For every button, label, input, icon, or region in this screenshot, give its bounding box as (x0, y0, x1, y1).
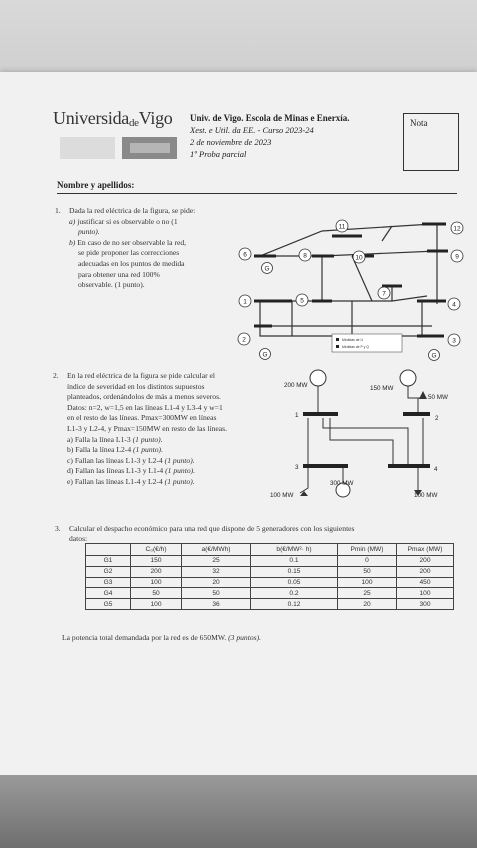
university-logo: UniversidadeVigo (53, 108, 173, 129)
legend-pq: Medidas de P y Q (342, 345, 369, 349)
bus-label-4: 4 (452, 302, 456, 309)
background-bottom (0, 775, 477, 848)
bus-label-8: 8 (303, 253, 307, 260)
network-diagram-2: 200 MW 150 MW 50 MW 1 2 3 4 300 MW 100 M… (270, 369, 448, 499)
name-label: Nombre y apellidos: (57, 180, 135, 190)
bus-label-5: 5 (300, 298, 304, 305)
gen-label-3: G (431, 353, 436, 360)
load-50mw-label: 50 MW (428, 394, 448, 401)
network-diagram-1: 11 12 6 8 10 9 G 7 1 5 4 2 3 G G Medidas… (237, 219, 464, 361)
bus-1-label: 1 (295, 412, 299, 419)
question-2: 2.En la red eléctrica de la figura se pi… (53, 371, 227, 486)
gen-300mw-label: 300 MW (330, 480, 354, 487)
gen-label-2: G (262, 352, 267, 359)
table-header-row: C₀(€/h) a(€/MWh) b(€/MW²· h) Pmin (MW) P… (85, 543, 454, 556)
faculty-logo-graphic (60, 137, 177, 159)
grade-box[interactable]: Nota (403, 113, 459, 171)
question-3: 3.Calcular el despacho económico para un… (55, 524, 355, 543)
name-field[interactable] (57, 193, 457, 194)
bus-label-3: 3 (452, 338, 456, 345)
gen-150mw-label: 150 MW (370, 385, 394, 392)
generator-data-table: C₀(€/h) a(€/MWh) b(€/MW²· h) Pmin (MW) P… (85, 543, 454, 610)
bus-label-6: 6 (243, 252, 247, 259)
bus-3-label: 3 (295, 464, 299, 471)
bus-label-2: 2 (242, 337, 246, 344)
load-100mw-4-label: 100 MW (414, 492, 438, 499)
bus-label-12: 12 (453, 226, 461, 233)
bus-label-11: 11 (339, 224, 346, 231)
bus-label-7: 7 (382, 291, 386, 298)
gen-200mw-label: 200 MW (284, 382, 308, 389)
gen-label-1: G (264, 266, 269, 273)
legend-u: Medidas de U (342, 338, 363, 342)
question-3-footer: La potencia total demandada por la red e… (62, 633, 262, 642)
bus-label-1: 1 (243, 299, 247, 306)
bus-label-9: 9 (455, 254, 459, 261)
load-100mw-3-label: 100 MW (270, 492, 294, 499)
bus-2-label: 2 (435, 415, 439, 422)
background-top (0, 0, 477, 80)
bus-4-label: 4 (434, 466, 438, 473)
exam-header: Univ. de Vigo. Escola de Minas e Enerxía… (190, 113, 350, 159)
bus-label-10: 10 (355, 255, 363, 262)
question-1: 1.Dada la red eléctrica de la figura, se… (55, 206, 196, 290)
